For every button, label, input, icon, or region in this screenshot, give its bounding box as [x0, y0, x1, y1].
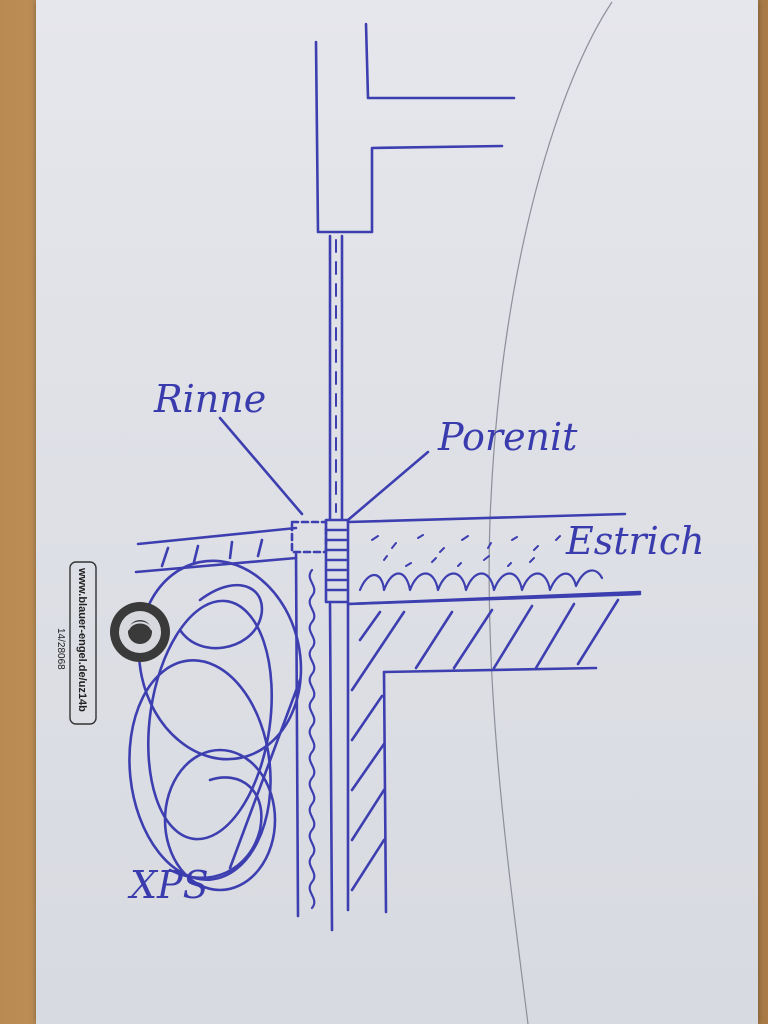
porenit-leader-line [346, 450, 430, 522]
stamp-code: 14/28068 [55, 628, 66, 670]
left-floor-surface [134, 526, 298, 574]
stamp-url: www.blauer-engel.de/uz14b [76, 567, 88, 712]
rinne-leader-line [218, 416, 304, 516]
estrich-label: Estrich [565, 519, 705, 563]
porenit-label: Porenit [437, 415, 578, 459]
upper-frame-profile [314, 22, 516, 234]
paper-sheet [36, 0, 758, 1024]
blauer-engel-stamp: www.blauer-engel.de/uz14b 14/28068 [55, 561, 170, 725]
concrete-slab [346, 592, 642, 914]
rinne-label: Rinne [153, 377, 266, 421]
gutter-and-porenit-block [290, 518, 350, 604]
paper-fold-line [488, 1, 613, 1024]
wall-insulation-strip [294, 550, 334, 932]
xps-insulation-loops [128, 559, 303, 892]
vertical-membrane [328, 234, 344, 520]
xps-label: XPS [127, 863, 209, 907]
